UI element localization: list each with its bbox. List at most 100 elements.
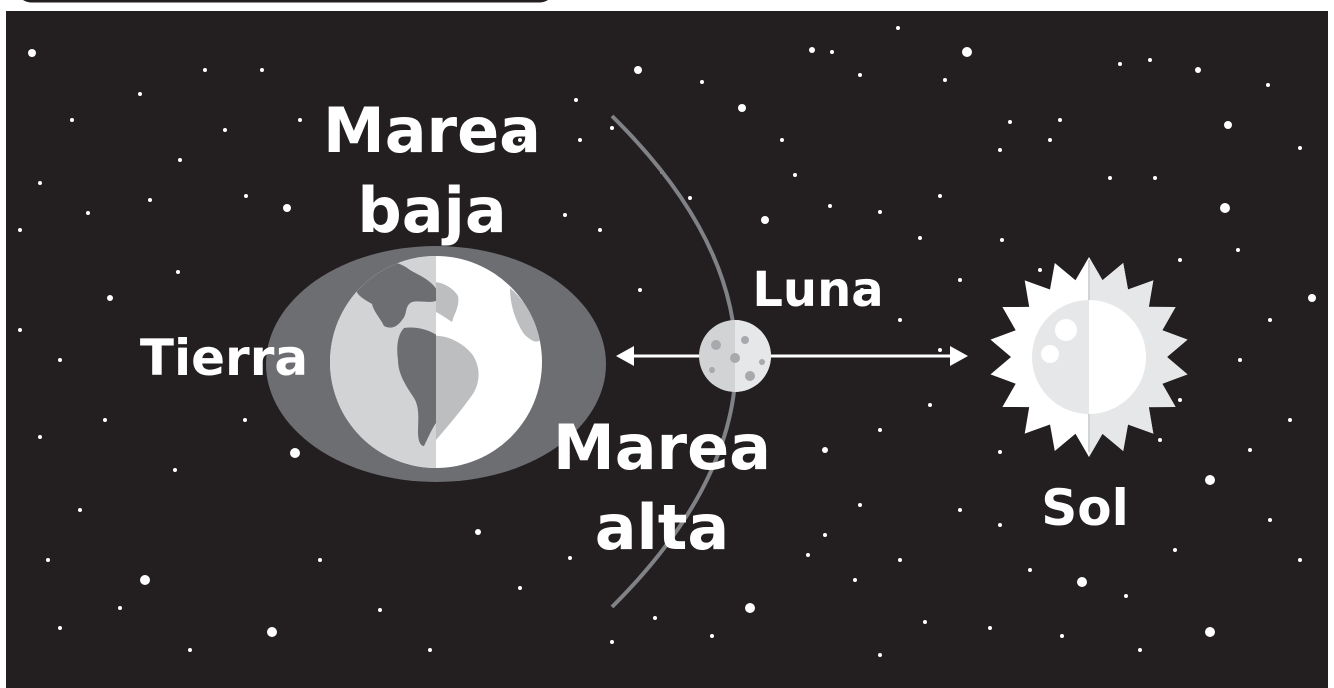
star bbox=[634, 66, 642, 74]
star bbox=[710, 634, 714, 638]
star bbox=[860, 288, 864, 292]
star bbox=[988, 626, 992, 630]
star bbox=[46, 558, 50, 562]
star bbox=[318, 558, 322, 562]
star bbox=[1266, 83, 1270, 87]
star bbox=[18, 328, 22, 332]
star bbox=[998, 148, 1002, 152]
star bbox=[1077, 577, 1087, 587]
star bbox=[223, 128, 227, 132]
star bbox=[18, 228, 22, 232]
star bbox=[1048, 138, 1052, 142]
star bbox=[267, 627, 277, 637]
star bbox=[878, 210, 882, 214]
star bbox=[563, 213, 567, 217]
star bbox=[761, 216, 769, 224]
star bbox=[958, 508, 962, 512]
star bbox=[475, 529, 481, 535]
star bbox=[938, 194, 942, 198]
star bbox=[28, 49, 36, 57]
star bbox=[738, 104, 746, 112]
star bbox=[809, 47, 815, 53]
star bbox=[1058, 118, 1062, 122]
star bbox=[1153, 176, 1157, 180]
star bbox=[203, 68, 207, 72]
star bbox=[568, 556, 572, 560]
star bbox=[822, 447, 828, 453]
star bbox=[260, 68, 264, 72]
star bbox=[1008, 120, 1012, 124]
star bbox=[138, 92, 142, 96]
low-tide-label-line1: Marea bbox=[323, 94, 541, 167]
sun-icon bbox=[990, 257, 1188, 457]
star bbox=[1195, 67, 1201, 73]
star bbox=[70, 118, 74, 122]
star bbox=[1288, 418, 1292, 422]
star bbox=[938, 348, 942, 352]
high-tide-label-line1: Marea bbox=[553, 411, 771, 484]
star bbox=[806, 553, 810, 557]
star bbox=[518, 138, 522, 142]
star bbox=[998, 523, 1002, 527]
star bbox=[86, 211, 90, 215]
star bbox=[1268, 318, 1272, 322]
sun-label: Sol bbox=[1041, 479, 1129, 537]
star bbox=[140, 575, 150, 585]
star bbox=[574, 98, 578, 102]
star bbox=[178, 158, 182, 162]
star bbox=[1178, 258, 1182, 262]
earth-icon bbox=[330, 256, 542, 468]
star bbox=[853, 578, 857, 582]
star bbox=[1268, 518, 1272, 522]
star bbox=[780, 138, 784, 142]
star bbox=[173, 468, 177, 472]
star bbox=[244, 194, 248, 198]
star bbox=[148, 198, 152, 202]
star-field bbox=[18, 26, 1316, 657]
star bbox=[1205, 475, 1215, 485]
star bbox=[58, 626, 62, 630]
star bbox=[858, 503, 862, 507]
star bbox=[1205, 627, 1215, 637]
star bbox=[898, 558, 902, 562]
star bbox=[176, 270, 180, 274]
star bbox=[1028, 568, 1032, 572]
star bbox=[958, 278, 962, 282]
star bbox=[878, 428, 882, 432]
star bbox=[103, 418, 107, 422]
star bbox=[283, 204, 291, 212]
star bbox=[518, 586, 522, 590]
star bbox=[243, 418, 247, 422]
star bbox=[1138, 648, 1142, 652]
star bbox=[1060, 634, 1064, 638]
star bbox=[298, 118, 302, 122]
star bbox=[1173, 548, 1177, 552]
star bbox=[638, 288, 642, 292]
arrow-to-sun-head bbox=[950, 346, 968, 366]
star bbox=[830, 50, 834, 54]
star bbox=[898, 318, 902, 322]
star bbox=[1158, 438, 1162, 442]
top-tab bbox=[22, 0, 549, 3]
star bbox=[878, 653, 882, 657]
star bbox=[118, 606, 122, 610]
star bbox=[653, 616, 657, 620]
star bbox=[858, 73, 862, 77]
star bbox=[107, 295, 113, 301]
star bbox=[610, 640, 614, 644]
star bbox=[598, 228, 602, 232]
star bbox=[998, 450, 1002, 454]
star bbox=[1236, 248, 1240, 252]
star bbox=[1038, 268, 1042, 272]
star bbox=[38, 435, 42, 439]
star bbox=[923, 620, 927, 624]
star bbox=[428, 648, 432, 652]
star bbox=[38, 181, 42, 185]
star bbox=[928, 403, 932, 407]
star bbox=[610, 126, 614, 130]
star bbox=[78, 508, 82, 512]
star bbox=[828, 204, 832, 208]
star bbox=[962, 47, 972, 57]
star bbox=[1298, 146, 1302, 150]
